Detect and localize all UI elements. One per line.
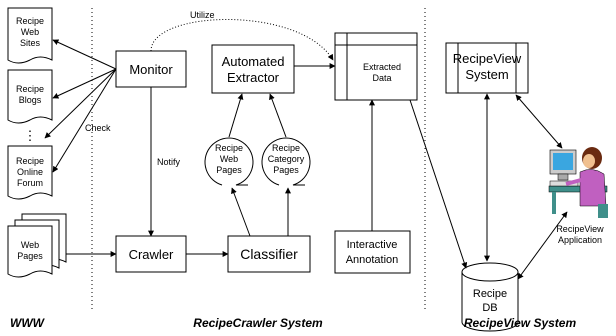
label-line: Data xyxy=(372,73,391,83)
section-caption-crawler: RecipeCrawler System xyxy=(193,316,323,330)
db-application-arrow xyxy=(517,211,568,280)
label-line: RecipeView xyxy=(556,224,604,234)
label-line: Pages xyxy=(273,165,299,175)
label-line: Application xyxy=(558,235,602,245)
monitor-label: Monitor xyxy=(129,62,173,77)
check-arrow-web-sites xyxy=(52,39,117,70)
interactive-annotation-box: Interactive Annotation xyxy=(334,230,411,274)
ellipsis-more-sources: ⋮ xyxy=(24,128,37,143)
label-line: Sites xyxy=(20,38,41,48)
label-line: Recipe xyxy=(16,156,44,166)
label-line: Recipe xyxy=(215,143,243,153)
label-line: System xyxy=(465,67,508,82)
monitor-box: Monitor xyxy=(115,50,187,88)
label-line: Extractor xyxy=(227,70,280,85)
label-line: DB xyxy=(482,302,497,314)
label-line: Forum xyxy=(17,178,43,188)
extracted-data-table: Extracted Data xyxy=(334,32,418,101)
data-to-db-arrow xyxy=(409,99,468,269)
recipe-db-cylinder: Recipe DB xyxy=(461,262,519,332)
user-at-computer-icon xyxy=(548,147,608,218)
check-arrow-ellipsis xyxy=(44,68,117,139)
utilize-label: Utilize xyxy=(190,10,215,20)
label-line: Online xyxy=(17,167,43,177)
web-pages-to-extractor-arrow xyxy=(228,93,244,138)
label-line: Recipe xyxy=(16,84,44,94)
recipe-web-pages-store: Recipe Web Pages xyxy=(204,137,254,186)
utilize-arrow xyxy=(150,19,334,61)
check-arrow-blogs xyxy=(52,68,117,99)
label-line: Extracted xyxy=(363,62,401,72)
source-recipe-online-forum: Recipe Online Forum xyxy=(7,145,53,200)
source-recipe-web-sites: Recipe Web Sites xyxy=(7,7,53,64)
source-web-pages: Web Pages xyxy=(7,213,67,278)
label-line: Recipe xyxy=(272,143,300,153)
classifier-box: Classifier xyxy=(227,235,311,273)
label-line: Annotation xyxy=(346,254,399,266)
automated-extractor-box: Automated Extractor xyxy=(211,44,295,94)
classifier-label: Classifier xyxy=(240,246,298,262)
section-caption-www: WWW xyxy=(10,316,46,330)
category-pages-to-extractor-arrow xyxy=(269,93,287,138)
label-line: Automated xyxy=(222,54,285,69)
section-caption-view: RecipeView System xyxy=(464,316,577,330)
label-line: Web xyxy=(220,154,238,164)
source-recipe-blogs: Recipe Blogs xyxy=(7,69,53,124)
label-line: RecipeView xyxy=(453,51,522,66)
label-line: Pages xyxy=(216,165,242,175)
label-line: Category xyxy=(268,154,305,164)
classifier-to-web-pages-arrow xyxy=(231,187,251,237)
label-line: Blogs xyxy=(19,95,42,105)
label-line: Recipe xyxy=(473,288,507,300)
recipeview-system-box: RecipeView System xyxy=(445,42,529,94)
crawler-label: Crawler xyxy=(129,247,174,262)
label-line: Web xyxy=(21,27,39,37)
check-arrow-forum xyxy=(52,68,117,173)
system-application-arrow xyxy=(515,94,563,149)
label-line: Recipe xyxy=(16,16,44,26)
recipe-category-pages-store: Recipe Category Pages xyxy=(261,137,311,186)
check-label: Check xyxy=(85,123,111,133)
label-line: Interactive xyxy=(347,239,398,251)
crawler-box: Crawler xyxy=(115,235,187,273)
label-line: Pages xyxy=(17,251,43,261)
label-line: Web xyxy=(21,240,39,250)
notify-label: Notify xyxy=(157,157,181,167)
